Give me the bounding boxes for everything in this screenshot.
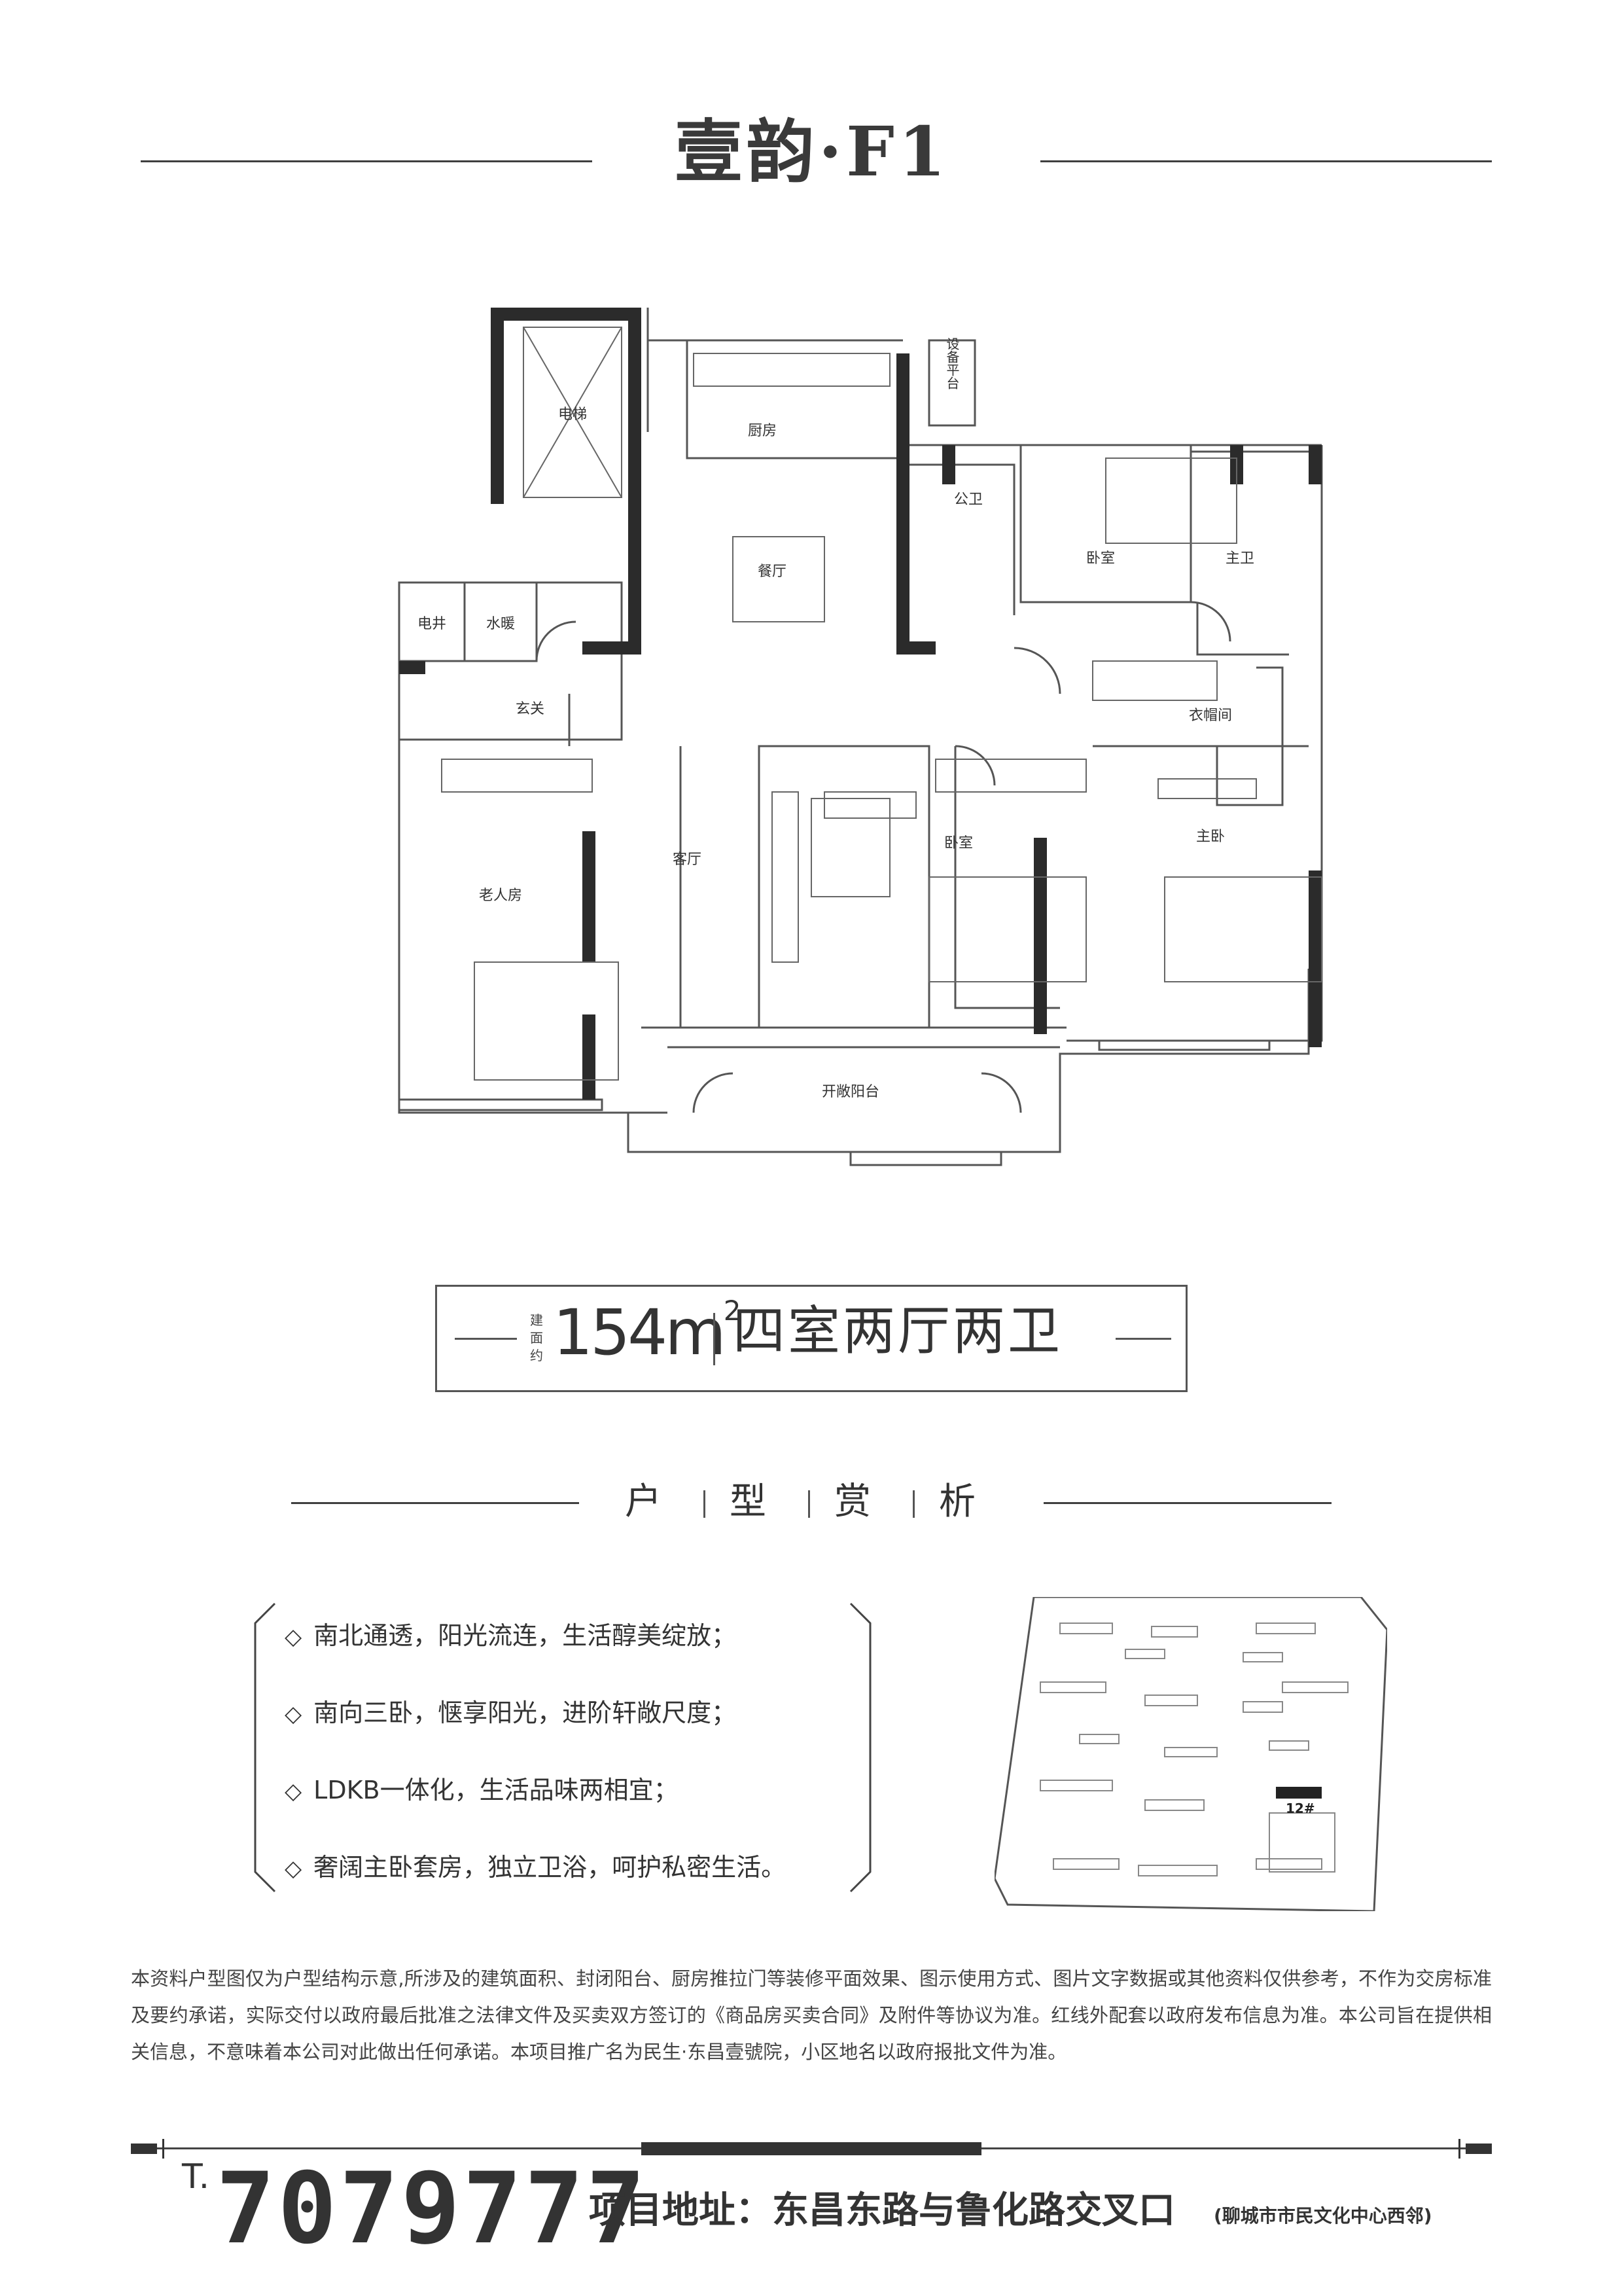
section-rule-right: [1044, 1502, 1332, 1504]
area-box-left-edge: [435, 1285, 437, 1392]
room-label-dining: 餐厅: [758, 564, 786, 580]
west-wall: [398, 661, 667, 1114]
area-box-right-edge: [1186, 1285, 1188, 1392]
footer-rule-tick-right: [1458, 2139, 1460, 2159]
diamond-icon: ◇: [285, 1701, 302, 1727]
area-dash-right: [1116, 1338, 1171, 1340]
section-rule-left: [291, 1502, 579, 1504]
room-label-open-balcony: 开敞阳台: [822, 1084, 879, 1100]
room-label-living: 客厅: [673, 852, 701, 868]
room-label-master-bath: 主卫: [1226, 550, 1254, 567]
diamond-icon: ◇: [285, 1624, 302, 1650]
north-bedroom-walls: [1019, 445, 1192, 603]
room-label-bedroom-north: 卧室: [1086, 550, 1115, 567]
feature-text: 南向三卧，惬享阳光，进阶轩敞尺度；: [313, 1698, 737, 1727]
area-prefix: 建面约: [530, 1312, 543, 1363]
feature-item: ◇ 南北通透，阳光流连，生活醇美绽放；: [285, 1623, 736, 1648]
section-heading: 户 型 赏 析: [0, 1476, 1624, 1528]
room-label-elderly-room: 老人房: [479, 888, 522, 904]
footer-rule-cap-right: [1466, 2144, 1492, 2154]
phone-prefix: T.: [182, 2157, 210, 2197]
wardrobe-walls: [1216, 666, 1284, 806]
feature-item: ◇ 南向三卧，惬享阳光，进阶轩敞尺度；: [285, 1700, 736, 1725]
area-dash-left: [455, 1338, 517, 1340]
building-12-label: 12#: [1286, 1801, 1315, 1816]
room-label-master-bedroom: 主卧: [1196, 829, 1225, 845]
site-map-drawing: 12#: [993, 1596, 1388, 1912]
features-brackets: [254, 1602, 872, 1893]
disclaimer-text: 本资料户型图仅为户型结构示意,所涉及的建筑面积、封闭阳台、厨房推拉门等装修平面效…: [131, 1967, 1492, 2063]
section-bar-1: [703, 1490, 705, 1518]
area-separator: [713, 1313, 715, 1365]
feature-text: 南北通透，阳光流连，生活醇美绽放；: [313, 1621, 737, 1650]
feature-item: ◇ 奢阔主卧套房，独立卫浴，呵护私密生活。: [285, 1855, 786, 1880]
title-rule-left: [141, 160, 592, 162]
section-bar-3: [913, 1490, 915, 1518]
area-unit-superscript: 2: [723, 1295, 741, 1327]
water-heating-room: [463, 581, 538, 662]
page-title: 壹韵·F1: [674, 111, 950, 192]
area-number: 154m: [553, 1296, 726, 1369]
address-note: (聊城市市民文化中心西邻): [1214, 2205, 1432, 2227]
area-value: 154m2: [553, 1297, 741, 1365]
features-list: ◇ 南北通透，阳光流连，生活醇美绽放； ◇ 南向三卧，惬享阳光，进阶轩敞尺度； ◇ L…: [249, 1597, 877, 1898]
room-label-elevator: 电梯: [558, 406, 587, 423]
equipment-platform: [928, 339, 976, 427]
diamond-icon: ◇: [285, 1778, 302, 1804]
room-label-bedroom-south: 卧室: [944, 835, 973, 852]
footer-rule-center: [641, 2142, 981, 2155]
section-char-4: 析: [939, 1480, 976, 1523]
section-char-2: 型: [730, 1480, 766, 1523]
feature-text: LDKB一体化，生活品味两相宜；: [313, 1776, 679, 1804]
title-rule-right: [1040, 160, 1492, 162]
area-summary-box: 建面约 154m2 四室两厅两卫: [435, 1285, 1188, 1392]
building-12-marker: [1276, 1787, 1322, 1799]
footer-rule: [131, 2139, 1492, 2159]
room-label-wardrobe: 衣帽间: [1189, 708, 1232, 724]
section-char-3: 赏: [834, 1480, 871, 1523]
room-label-equipment-platform: 设备平台: [944, 337, 960, 389]
feature-item: ◇ LDKB一体化，生活品味两相宜；: [285, 1778, 679, 1803]
site-map: 12#: [993, 1596, 1388, 1912]
floor-plan: 电梯 厨房 设备平台 公卫 卧室 主卫 电井 水暖 餐厅 玄关 衣帽间 客厅 老…: [275, 288, 1348, 1204]
footer-rule-tick-left: [162, 2139, 164, 2159]
feature-text: 奢阔主卧套房，独立卫浴，呵护私密生活。: [313, 1853, 786, 1882]
diamond-icon: ◇: [285, 1856, 302, 1882]
room-label-electric-shaft: 电井: [417, 616, 446, 632]
phone-number: 7079777: [216, 2152, 648, 2266]
room-label-kitchen: 厨房: [748, 423, 777, 439]
room-label-public-bath: 公卫: [954, 492, 983, 508]
section-char-1: 户: [625, 1480, 662, 1523]
public-bath-walls: [906, 463, 1015, 615]
room-label-water-heating: 水暖: [486, 616, 515, 632]
room-label-foyer: 玄关: [516, 701, 544, 717]
floor-plan-drawing: 电梯 厨房 设备平台 公卫 卧室 主卫 电井 水暖 餐厅 玄关 衣帽间 客厅 老…: [398, 308, 1323, 1166]
project-address: 项目地址：东昌东路与鲁化路交叉口: [589, 2189, 1175, 2232]
footer-rule-cap-left: [131, 2144, 157, 2154]
south-wall: [627, 969, 1310, 1153]
layout-label: 四室两厅两卫: [733, 1300, 1063, 1361]
living-room-frame: [679, 745, 930, 1029]
section-bar-2: [808, 1490, 810, 1518]
